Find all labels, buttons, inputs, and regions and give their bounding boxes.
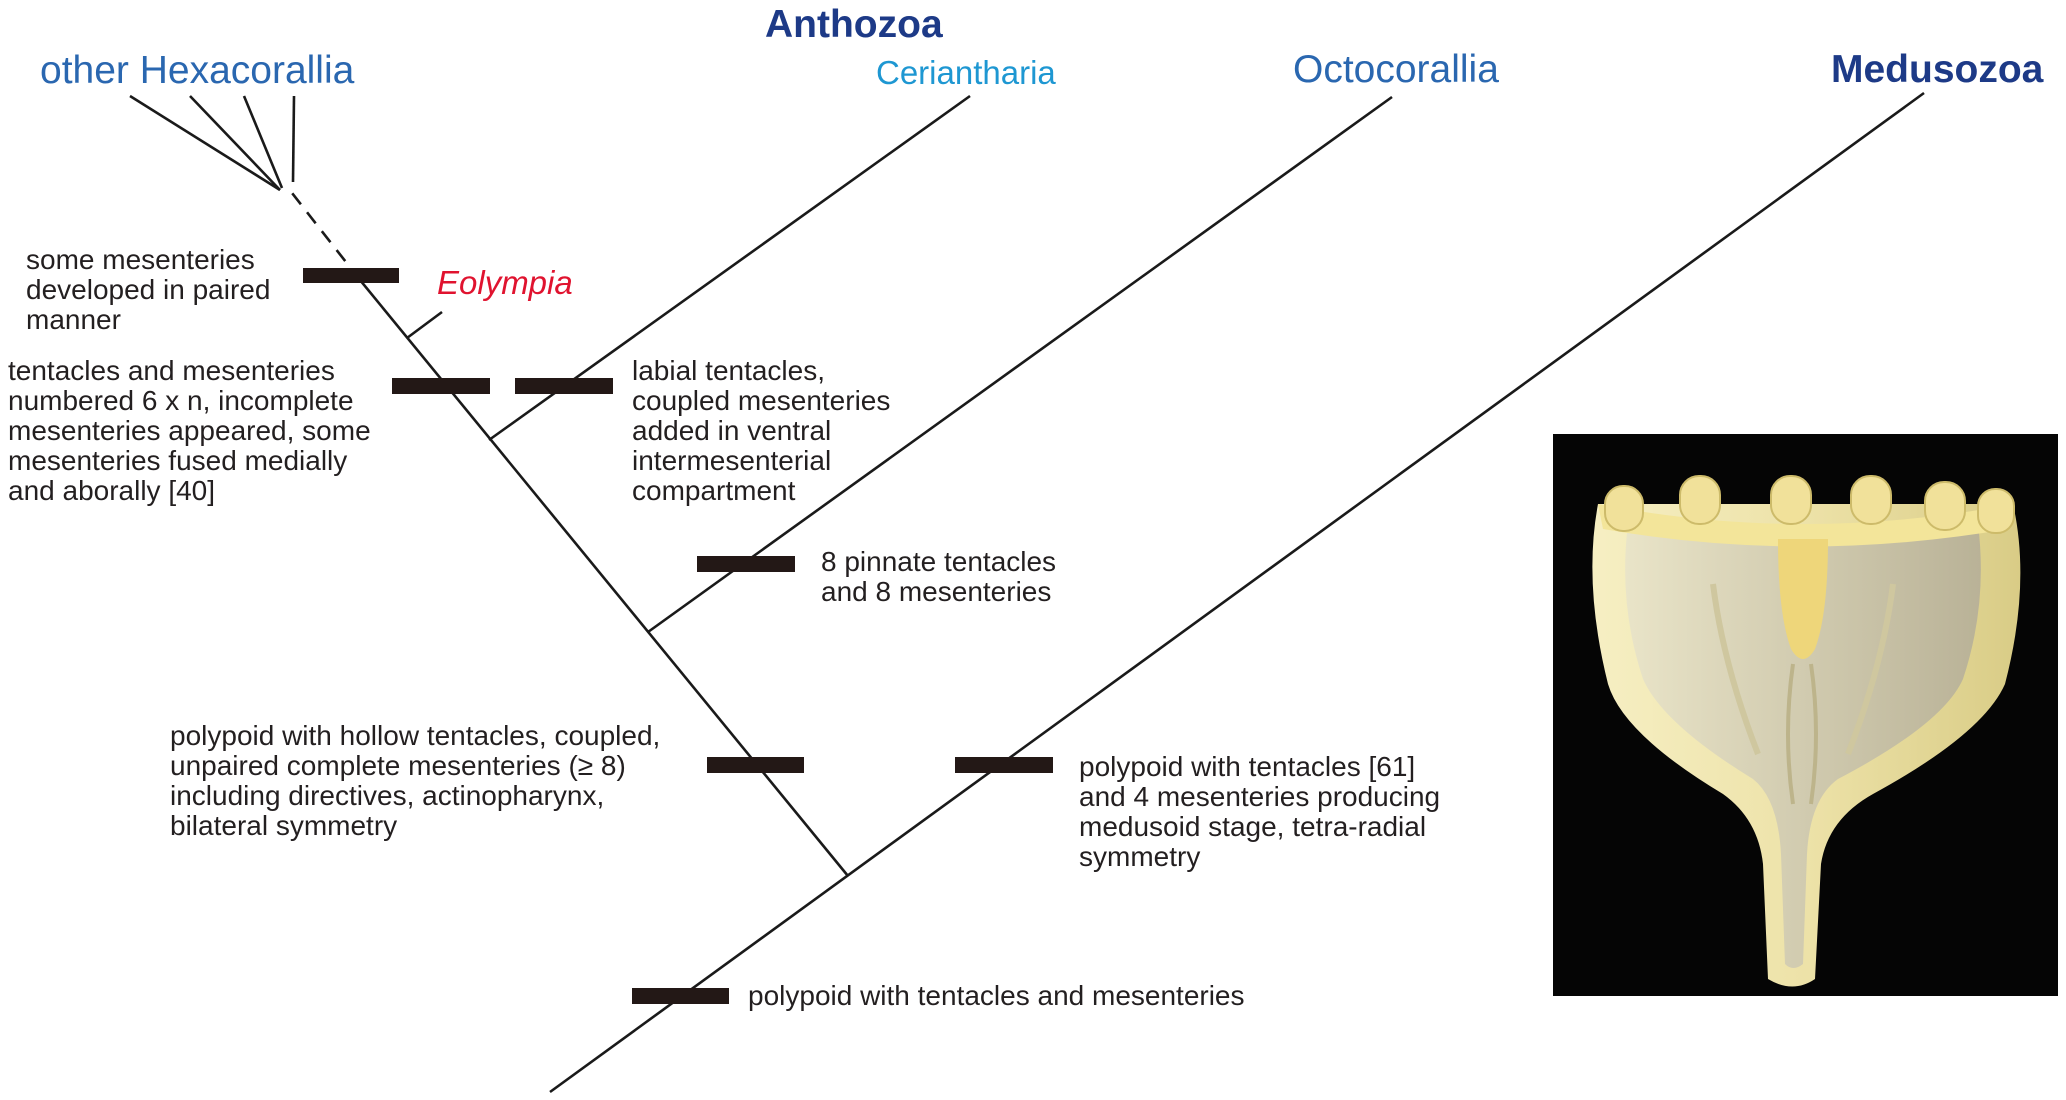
text-line: developed in paired — [26, 274, 271, 305]
medusozoa-branch — [549, 91, 1925, 1094]
text-line: medusoid stage, tetra-radial — [1079, 811, 1427, 842]
polyp-illustration — [1592, 475, 2021, 987]
clade-octocorallia: Octocorallia — [1293, 48, 1499, 91]
hexacorallia-fan-4 — [291, 95, 296, 183]
polyp-tentacles — [1604, 475, 2015, 534]
text-line: 8 pinnate tentacles — [821, 546, 1057, 577]
hexacorallia-fan-2 — [189, 95, 281, 191]
eolympia-branch — [406, 310, 443, 340]
bar-hexacorallia — [392, 378, 490, 394]
bar-octocorallia — [697, 556, 795, 572]
bar-root — [632, 988, 729, 1004]
character-root: polypoid with tentacles and mesenteries — [748, 981, 1245, 1011]
tentacle — [1604, 485, 1644, 532]
clade-medusozoa: Medusozoa — [1831, 48, 2044, 91]
text-line: coupled mesenteries — [632, 385, 891, 416]
character-octocorallia: 8 pinnate tentacles and 8 mesenteries — [821, 547, 1056, 607]
hexacorallia-fan-1 — [129, 94, 281, 192]
polyp-mesentery — [1845, 583, 1896, 756]
text-line: some mesenteries — [26, 244, 255, 275]
polyp-mesentery — [1786, 663, 1818, 805]
text-line: compartment — [632, 475, 796, 506]
text-line: symmetry — [1079, 841, 1201, 872]
text-line: manner — [26, 304, 121, 335]
character-bars — [303, 268, 1053, 1004]
tentacle — [1850, 475, 1892, 525]
text-line: polypoid with tentacles and mesenteries — [748, 980, 1245, 1011]
text-line: labial tentacles, — [632, 355, 826, 386]
hexacorallia-fan-3 — [242, 95, 284, 189]
text-line: mesenteries fused medially — [8, 445, 348, 476]
polyp-mesentery — [1710, 583, 1761, 756]
tentacle — [1770, 475, 1812, 525]
clade-anthozoa: Anthozoa — [765, 3, 943, 46]
text-line: and 8 mesenteries — [821, 576, 1052, 607]
text-line: including directives, actinopharynx, — [170, 780, 605, 811]
character-hexacorallia: tentacles and mesenteries numbered 6 x n… — [8, 356, 371, 506]
character-medusozoa: polypoid with tentacles [61] and 4 mesen… — [1079, 752, 1440, 872]
bar-ceriantharia — [515, 378, 613, 394]
text-line: tentacles and mesenteries — [8, 355, 335, 386]
text-line: bilateral symmetry — [170, 810, 398, 841]
text-line: added in ventral — [632, 415, 832, 446]
fossil-eolympia: Eolympia — [437, 264, 573, 301]
tentacle — [1977, 488, 2015, 534]
octocorallia-branch — [647, 95, 1393, 634]
text-line: unpaired complete mesenteries (≥ 8) — [170, 750, 626, 781]
character-paired-mesenteries: some mesenteries developed in paired man… — [26, 245, 270, 335]
text-line: polypoid with hollow tentacles, coupled, — [170, 720, 661, 751]
text-line: mesenteries appeared, some — [8, 415, 371, 446]
polyp-gastric-cavity — [1625, 524, 1981, 968]
polyp-actinopharynx — [1778, 539, 1828, 659]
bar-paired-mesenteries — [303, 268, 399, 283]
text-line: and aborally [40] — [8, 475, 216, 506]
text-line: polypoid with tentacles [61] — [1079, 751, 1416, 782]
polyp-oral-disc — [1598, 504, 2013, 547]
clade-other-hexacorallia: other Hexacorallia — [40, 49, 355, 92]
clade-ceriantharia: Ceriantharia — [876, 54, 1056, 91]
character-ceriantharia: labial tentacles, coupled mesenteries ad… — [632, 356, 890, 506]
text-line: intermesenterial — [632, 445, 832, 476]
character-anthozoa: polypoid with hollow tentacles, coupled,… — [170, 721, 660, 841]
bar-medusozoa — [955, 757, 1053, 773]
hexacorallia-dashed-stem — [290, 192, 362, 281]
tentacle — [1924, 481, 1966, 531]
tentacle — [1679, 475, 1721, 525]
polyp-reconstruction-image — [1553, 434, 2058, 996]
bar-anthozoa — [707, 757, 804, 773]
text-line: and 4 mesenteries producing — [1079, 781, 1441, 812]
text-line: numbered 6 x n, incomplete — [8, 385, 354, 416]
